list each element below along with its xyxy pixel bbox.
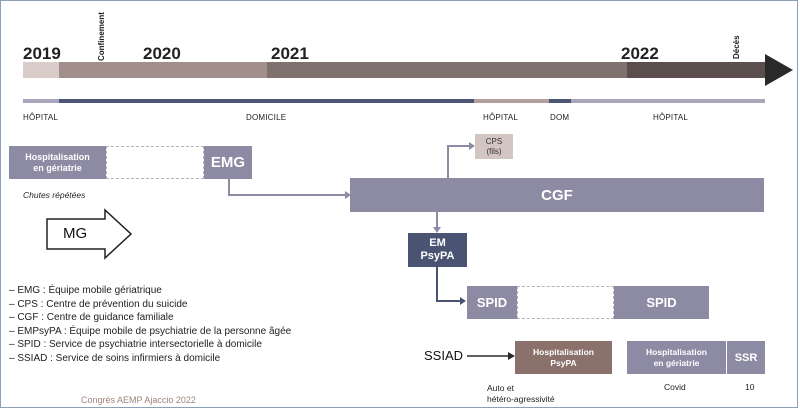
year-2022: 2022 [621,44,659,63]
timeline-segment-2020 [59,62,267,78]
legend-item-ssiad: – SSIAD : Service de soins infirmiers à … [9,352,221,364]
legend-item-spid: – SPID : Service de psychiatrie intersec… [9,339,262,350]
arrow-head-emg-cgf [345,191,351,199]
label-hopital-3: HÔPITAL [653,113,689,122]
box-hospitalisation-psypa: Hospitalisation PsyPA [515,341,612,374]
lane-domicile [59,99,474,103]
note-auto-hetero-agressivite: Auto et hétéro-agressivité [487,383,555,404]
arrow-head-empsypa-spid [460,297,466,305]
connector-cgf-cps [447,145,469,178]
timeline-segment-2021 [267,62,627,78]
box-hospitalisation-geriatrie-2: Hospitalisation en gériatrie [627,341,726,374]
label-hopital-1: HÔPITAL [23,113,59,122]
year-2020: 2020 [143,44,181,63]
footer-congres: Congrès AEMP Ajaccio 2022 [81,395,196,405]
label-hopital-2: HÔPITAL [483,113,519,122]
year-2019: 2019 [23,44,61,63]
timeline-arrow-head [765,54,793,86]
label-mg: MG [63,225,88,242]
arrow-head-ssiad-psypa [508,352,515,360]
legend: – EMG : Équipe mobile gériatrique – CPS … [9,284,291,365]
connector-empsypa-spid [436,267,460,302]
legend-item-cps: – CPS : Centre de prévention du suicide [9,298,188,310]
mg-arrow-shape [46,208,133,260]
box-ssr: SSR [727,341,765,374]
box-gap-dashed-1 [106,146,204,179]
label-ssiad: SSIAD [424,348,464,363]
note-chutes-repetees: Chutes répétées [23,190,86,200]
label-dom: DOM [550,113,570,122]
box-cps: CPS (fils) [475,134,513,159]
timeline-segment-2019 [23,62,59,78]
box-spid-2: SPID [614,286,709,319]
connector-emg-cgf [228,179,345,196]
lane-hopital-1 [23,99,59,103]
box-emg: EMG [204,146,252,179]
timeline-segment-2022 [627,62,765,78]
box-gap-dashed-2 [517,286,614,319]
divider-ssr [726,341,727,374]
box-empsypa: EM PsyPA [408,233,467,267]
legend-item-emg: – EMG : Équipe mobile gériatrique [9,285,162,296]
year-2021: 2021 [271,44,309,63]
note-ssr-10: 10 [745,382,755,392]
lane-hopital-3 [571,99,765,103]
lane-hopital-2 [474,99,549,103]
box-spid-1: SPID [467,286,517,319]
lane-dom [549,99,571,103]
legend-item-empsypa: – EMPsyPA : Équipe mobile de psychiatrie… [9,325,292,337]
box-cgf: CGF [350,178,764,212]
note-covid: Covid [664,382,686,392]
arrow-head-cgf-empsypa [433,227,441,233]
label-domicile: DOMICILE [246,113,287,122]
legend-item-cgf: – CGF : Centre de guidance familiale [9,312,174,323]
arrow-head-cgf-cps [469,142,475,150]
box-hospitalisation-geriatrie: Hospitalisation en gériatrie [9,146,106,179]
